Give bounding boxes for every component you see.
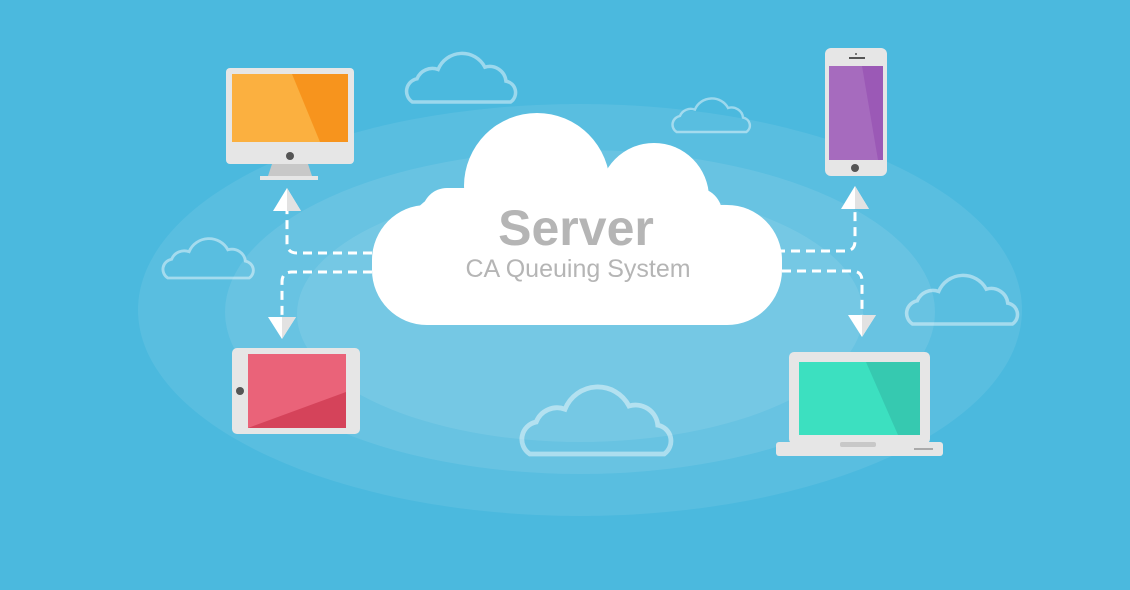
tablet-icon xyxy=(232,348,360,434)
server-cloud xyxy=(372,113,782,325)
laptop-icon xyxy=(776,352,943,456)
server-title: Server xyxy=(498,200,654,256)
connection-arrows xyxy=(268,186,876,339)
desktop-monitor-icon xyxy=(226,68,354,180)
server-subtitle: CA Queuing System xyxy=(465,255,690,283)
smartphone-icon xyxy=(825,48,887,176)
cloud-outline-icon xyxy=(404,51,518,104)
